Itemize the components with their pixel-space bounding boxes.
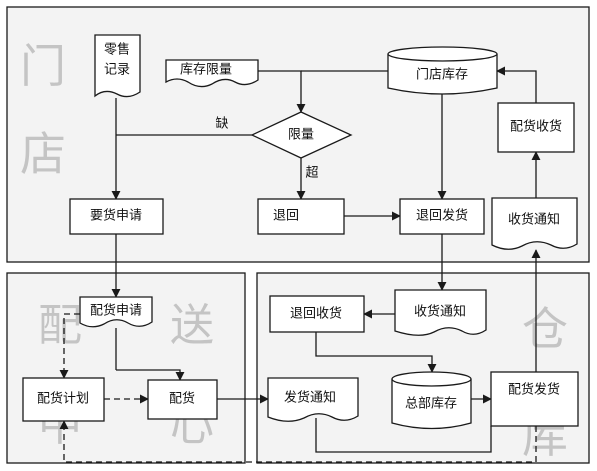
shortage-label: 缺 <box>215 117 228 132</box>
retail-record-label-1: 零售 <box>104 42 130 58</box>
return-shipment-label: 退回发货 <box>416 208 468 224</box>
receipt-notice-label: 收货通知 <box>508 212 560 228</box>
dashed-connectors <box>59 313 537 463</box>
return-receipt-notice-node[interactable]: 收货通知 <box>394 289 487 336</box>
return-receipt-notice-label: 收货通知 <box>414 304 466 320</box>
edge-doc-to-plan <box>59 313 80 379</box>
return-label: 退回 <box>273 209 299 224</box>
return-receipt-node[interactable]: 退回收货 <box>269 295 365 333</box>
edge-shipment-to-plan <box>59 420 537 463</box>
retail-record-label-2: 记录 <box>104 63 130 78</box>
stock-shipment-node[interactable]: 配货发货 <box>490 371 579 427</box>
request-stock-label: 要货申请 <box>90 208 142 224</box>
return-node[interactable]: 退回 <box>257 198 345 235</box>
excess-label: 超 <box>305 166 318 181</box>
return-shipment-node[interactable]: 退回发货 <box>399 198 485 235</box>
stock-plan-label: 配货计划 <box>37 391 89 407</box>
edge-return-receipt-to-hq <box>315 332 437 373</box>
restock-receipt-label: 配货收货 <box>510 119 562 135</box>
dc-title-char-1: 配 <box>38 300 82 351</box>
restock-receipt-node[interactable]: 配货收货 <box>497 102 575 153</box>
hq-inventory-label: 总部库存 <box>405 396 457 412</box>
retail-record-node[interactable]: 零售 记录 <box>94 34 141 98</box>
stock-request-doc-node[interactable]: 配货申请 <box>79 296 153 328</box>
stock-request-doc-label: 配货申请 <box>90 303 142 319</box>
inventory-limit-node[interactable]: 库存限量 <box>165 59 259 88</box>
shipment-notice-label: 发货通知 <box>284 390 336 406</box>
store-inventory-label: 门店库存 <box>416 67 468 83</box>
store-inventory-node[interactable]: 门店库存 <box>387 46 498 95</box>
limit-check-label: 限量 <box>288 128 314 143</box>
allocate-label: 配货 <box>169 391 195 407</box>
allocate-node[interactable]: 配货 <box>147 379 218 420</box>
edge-doc-to-allocate <box>116 369 185 381</box>
connectors <box>111 66 541 453</box>
store-title-char-1: 门 <box>20 39 66 93</box>
receipt-notice-node[interactable]: 收货通知 <box>491 197 578 250</box>
edge-receipt-to-inventory <box>496 66 537 103</box>
warehouse-title: 仓 库 <box>522 302 568 463</box>
stock-plan-node[interactable]: 配货计划 <box>22 377 105 422</box>
limit-check-node[interactable]: 限量 <box>250 111 353 159</box>
inventory-limit-label: 库存限量 <box>180 62 232 78</box>
edge-notice-to-shipment <box>315 418 492 453</box>
request-stock-node[interactable]: 要货申请 <box>69 198 164 235</box>
warehouse-title-char-1: 仓 <box>522 302 568 356</box>
store-title-char-2: 店 <box>20 127 66 181</box>
shipment-notice-node[interactable]: 发货通知 <box>267 377 359 422</box>
store-region-title: 门 店 <box>20 39 66 181</box>
stock-shipment-label: 配货发货 <box>508 382 560 398</box>
return-receipt-label: 退回收货 <box>290 306 342 322</box>
hq-inventory-node[interactable]: 总部库存 <box>391 371 472 430</box>
dc-title-char-2: 送 <box>170 300 214 351</box>
